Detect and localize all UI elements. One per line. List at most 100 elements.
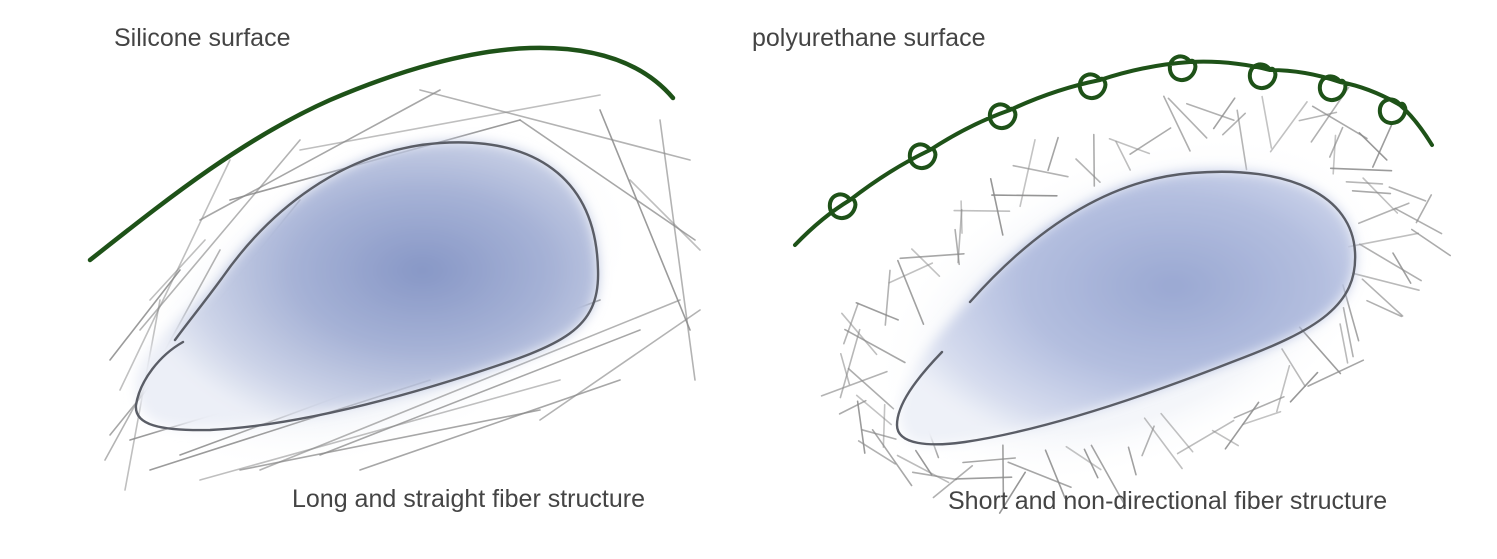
short-fiber xyxy=(847,367,895,410)
short-fiber xyxy=(840,312,878,356)
short-fiber xyxy=(855,301,899,321)
long-fiber xyxy=(599,109,691,331)
short-fiber xyxy=(1392,252,1412,284)
short-fiber xyxy=(910,248,941,278)
short-fiber xyxy=(1047,136,1059,172)
short-fiber xyxy=(857,440,897,465)
short-fiber xyxy=(1163,95,1191,152)
short-fiber xyxy=(1351,190,1392,195)
short-fiber xyxy=(1236,109,1248,171)
short-fiber xyxy=(1372,124,1393,168)
short-fiber xyxy=(1329,167,1393,172)
short-fiber xyxy=(914,449,933,476)
short-fiber xyxy=(1269,101,1308,153)
short-fiber xyxy=(962,457,1017,464)
left-implant-outline xyxy=(134,141,600,432)
short-fiber xyxy=(839,328,861,399)
short-fiber xyxy=(1298,326,1342,375)
short-fiber xyxy=(1242,410,1282,426)
long-fiber xyxy=(119,159,231,391)
short-fiber xyxy=(1358,132,1388,161)
left-fiber-network xyxy=(104,89,701,491)
short-fiber xyxy=(1307,359,1365,387)
short-fiber xyxy=(888,262,934,284)
long-fiber xyxy=(149,239,206,301)
short-fiber xyxy=(1127,446,1137,476)
short-fiber xyxy=(1002,444,1005,505)
long-fiber xyxy=(319,329,641,456)
short-fiber xyxy=(932,464,974,499)
short-fiber xyxy=(1108,138,1151,155)
short-fiber xyxy=(1222,112,1246,136)
short-fiber xyxy=(839,352,851,386)
short-fiber xyxy=(896,454,950,484)
long-fiber xyxy=(539,309,701,421)
short-fiber xyxy=(960,200,963,234)
short-fiber xyxy=(1311,105,1368,140)
short-fiber xyxy=(1289,371,1319,403)
short-fiber xyxy=(1358,243,1422,282)
short-fiber xyxy=(871,428,913,487)
long-fiber xyxy=(139,139,301,331)
short-fiber xyxy=(954,476,1013,480)
right-surface-coil-line xyxy=(793,54,1434,247)
long-fiber xyxy=(659,119,696,381)
short-fiber xyxy=(1007,461,1072,489)
long-straight-fiber-label: Long and straight fiber structure xyxy=(292,485,645,513)
short-fiber xyxy=(1044,449,1066,499)
short-fiber xyxy=(884,269,891,326)
short-fiber xyxy=(838,399,867,415)
long-fiber xyxy=(419,89,691,161)
short-fiber xyxy=(1358,202,1410,225)
short-fiber xyxy=(1019,139,1036,208)
short-fiber xyxy=(989,178,1004,236)
short-fiber xyxy=(1261,95,1273,149)
short-fiber xyxy=(1012,164,1069,178)
short-fiber xyxy=(1211,429,1239,447)
short-fiber xyxy=(855,394,893,426)
long-fiber xyxy=(299,94,601,151)
short-fiber xyxy=(1143,417,1183,470)
short-fiber xyxy=(1176,419,1235,455)
short-fiber xyxy=(1366,299,1403,318)
short-fiber xyxy=(856,400,866,454)
short-fiber xyxy=(1281,348,1306,388)
right-implant-fill xyxy=(899,170,1356,445)
short-fiber xyxy=(896,259,925,326)
short-fiber xyxy=(1345,181,1384,185)
short-fiber xyxy=(1411,228,1451,257)
short-fiber xyxy=(1342,306,1354,358)
short-fiber xyxy=(820,370,888,397)
short-fiber xyxy=(882,403,886,449)
long-fiber xyxy=(519,119,696,241)
short-fiber xyxy=(1129,127,1172,155)
short-fiber xyxy=(1160,412,1194,453)
polyurethane-surface-label: polyurethane surface xyxy=(752,24,986,52)
short-fiber xyxy=(1065,445,1102,471)
short-fiber xyxy=(1329,126,1344,158)
short-fiber xyxy=(844,328,906,364)
short-fiber xyxy=(1212,97,1236,130)
short-fiber xyxy=(1351,272,1420,292)
short-fiber xyxy=(1362,177,1399,214)
short-fiber xyxy=(1233,395,1285,419)
long-fiber xyxy=(259,299,681,471)
short-fiber xyxy=(1332,134,1337,175)
short-fiber xyxy=(953,209,1011,212)
long-fiber xyxy=(109,269,181,361)
short-fiber xyxy=(1167,97,1208,139)
short-fiber xyxy=(1141,425,1155,457)
short-fiber xyxy=(1415,194,1433,224)
long-fiber xyxy=(629,179,701,251)
left-surface-line xyxy=(87,45,676,263)
short-fiber xyxy=(1090,444,1126,507)
right-implant-outline xyxy=(895,170,1357,446)
short-fiber xyxy=(1115,140,1131,171)
short-fiber xyxy=(1394,207,1443,235)
short-fiber xyxy=(1093,133,1096,187)
short-fiber xyxy=(991,194,1058,197)
right-panel xyxy=(793,54,1451,514)
short-fiber xyxy=(842,302,859,345)
